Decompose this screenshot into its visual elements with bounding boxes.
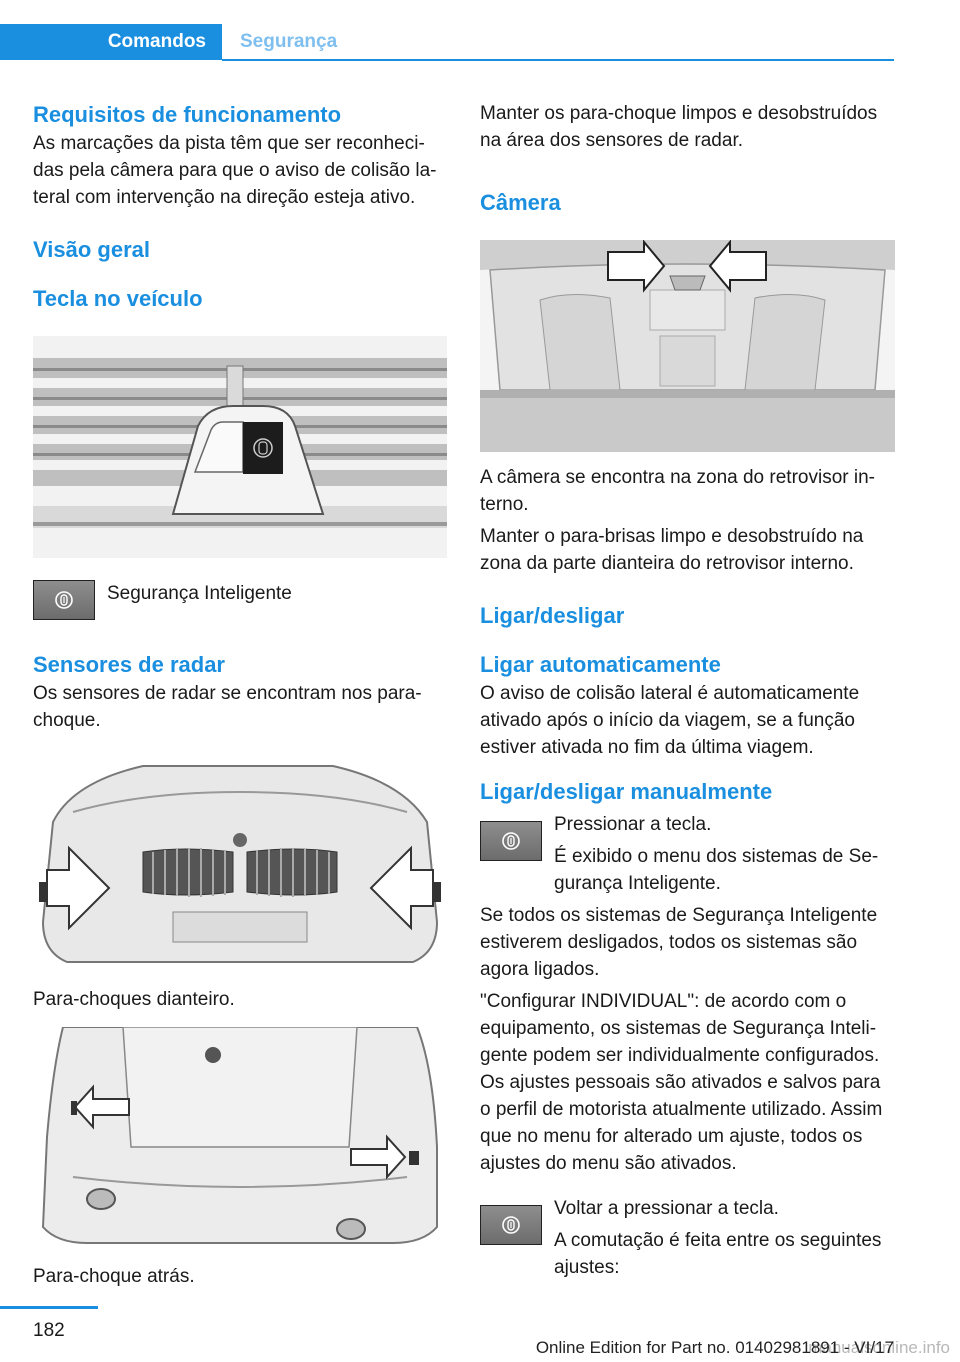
heading-overview: Visão geral — [33, 237, 150, 262]
heading-onoff: Ligar/desligar — [480, 603, 625, 628]
again-step-press: Voltar a pressionar a tecla. — [554, 1198, 779, 1219]
para-radar: Os sensores de radar se encontram nos pa… — [33, 683, 422, 731]
heading-requirements: Requisitos de funcionamento — [33, 102, 342, 127]
heading-button: Tecla no veículo — [33, 286, 203, 311]
para-camera-clean: Manter o para-brisas limpo e desobstruíd… — [480, 526, 864, 574]
para-camera-location: A câmera se encontra na zona do retrovis… — [480, 467, 875, 515]
heading-radar: Sensores de radar — [33, 652, 225, 677]
manual-step-press: Pressionar a tecla. — [554, 814, 712, 835]
para-keep-clean: Manter os para-choque limpos e desobstru… — [480, 103, 878, 151]
heading-camera: Câmera — [480, 190, 561, 215]
right-column: Manter os para-choque limpos e desobstru… — [480, 100, 895, 1281]
para-config: "Configurar INDIVIDUAL": de acordo com o… — [480, 991, 883, 1174]
heading-auto: Ligar automaticamente — [480, 652, 721, 677]
front-bumper-image — [33, 752, 447, 974]
header-rule — [222, 59, 894, 61]
caption-rear-bumper: Para-choque atrás. — [33, 1266, 195, 1287]
again-step-toggle: A comutação é feita entre os seguin­tes … — [554, 1230, 882, 1278]
manual-step: Pressionar a tecla. É exibido o menu dos… — [480, 811, 895, 897]
button-legend: Segurança Inteligente — [33, 580, 447, 620]
watermark: manualsonline.info — [808, 1338, 950, 1357]
footer-rule — [0, 1306, 98, 1309]
tab-comandos[interactable]: Comandos — [0, 24, 222, 60]
left-column: Requisitos de funcionamento As marcações… — [33, 100, 447, 1290]
tab-seguranca[interactable]: Segurança — [240, 31, 338, 52]
edition-text: Online Edition for Part no. 01402981891 … — [535, 1338, 894, 1357]
intelligent-safety-button-icon — [480, 1205, 542, 1245]
intelligent-safety-button-icon — [33, 580, 95, 620]
para-requirements: As marcações da pista têm que ser reconh… — [33, 133, 437, 208]
rear-bumper-image — [33, 1027, 447, 1249]
grille-button-image — [33, 336, 447, 558]
button-label: Segurança Inteligente — [107, 583, 292, 604]
caption-front-bumper: Para-choques dianteiro. — [33, 989, 235, 1010]
manual-step-menu: É exibido o menu dos sistemas de Se­gura… — [554, 846, 879, 894]
camera-location-image — [480, 240, 895, 452]
again-step: Voltar a pressionar a tecla. A comutação… — [480, 1195, 895, 1281]
para-auto: O aviso de colisão lateral é automaticam… — [480, 683, 860, 758]
intelligent-safety-button-icon — [480, 821, 542, 861]
page-number: 182 — [33, 1320, 65, 1341]
heading-manual: Ligar/desligar manualmente — [480, 779, 773, 804]
header-tabs: Comandos Segurança — [0, 24, 894, 61]
para-all-off: Se todos os sistemas de Segurança Inteli… — [480, 905, 878, 980]
